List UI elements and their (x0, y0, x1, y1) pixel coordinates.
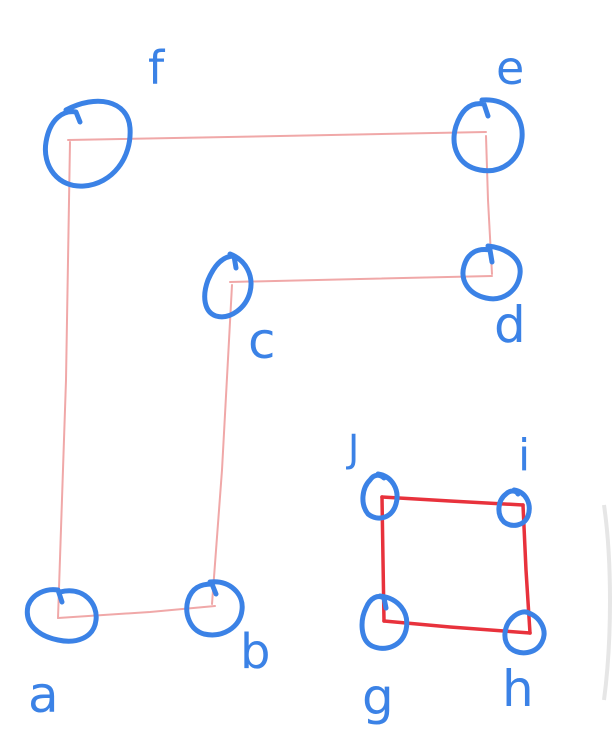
node-layer (24, 97, 547, 656)
edge-layer (57, 131, 532, 635)
edge-c-d (229, 275, 493, 283)
node-label-j: J (346, 427, 359, 471)
node-label-a: a (28, 666, 59, 724)
node-label-f: f (148, 41, 166, 95)
right-edge-shadow (602, 504, 612, 701)
node-e (451, 97, 525, 174)
edge-e-f (67, 131, 487, 141)
node-label-i: i (518, 430, 530, 481)
edge-a-b (57, 605, 216, 619)
node-c (202, 251, 254, 320)
node-a (24, 587, 99, 644)
node-f (42, 98, 133, 189)
node-label-h: h (502, 660, 534, 718)
node-h (502, 609, 547, 656)
node-d (460, 243, 523, 302)
node-i (496, 487, 532, 528)
node-g (359, 593, 410, 651)
node-b (184, 579, 245, 638)
node-label-e: e (496, 41, 524, 95)
node-label-b: b (240, 624, 270, 680)
edge-b-c (211, 284, 233, 605)
node-label-c: c (248, 312, 276, 370)
node-label-d: d (494, 296, 526, 354)
node-j (360, 471, 400, 521)
node-label-g: g (362, 668, 394, 726)
edge-f-a (57, 141, 71, 619)
label-layer: f e c d J i b a g h (28, 41, 534, 726)
